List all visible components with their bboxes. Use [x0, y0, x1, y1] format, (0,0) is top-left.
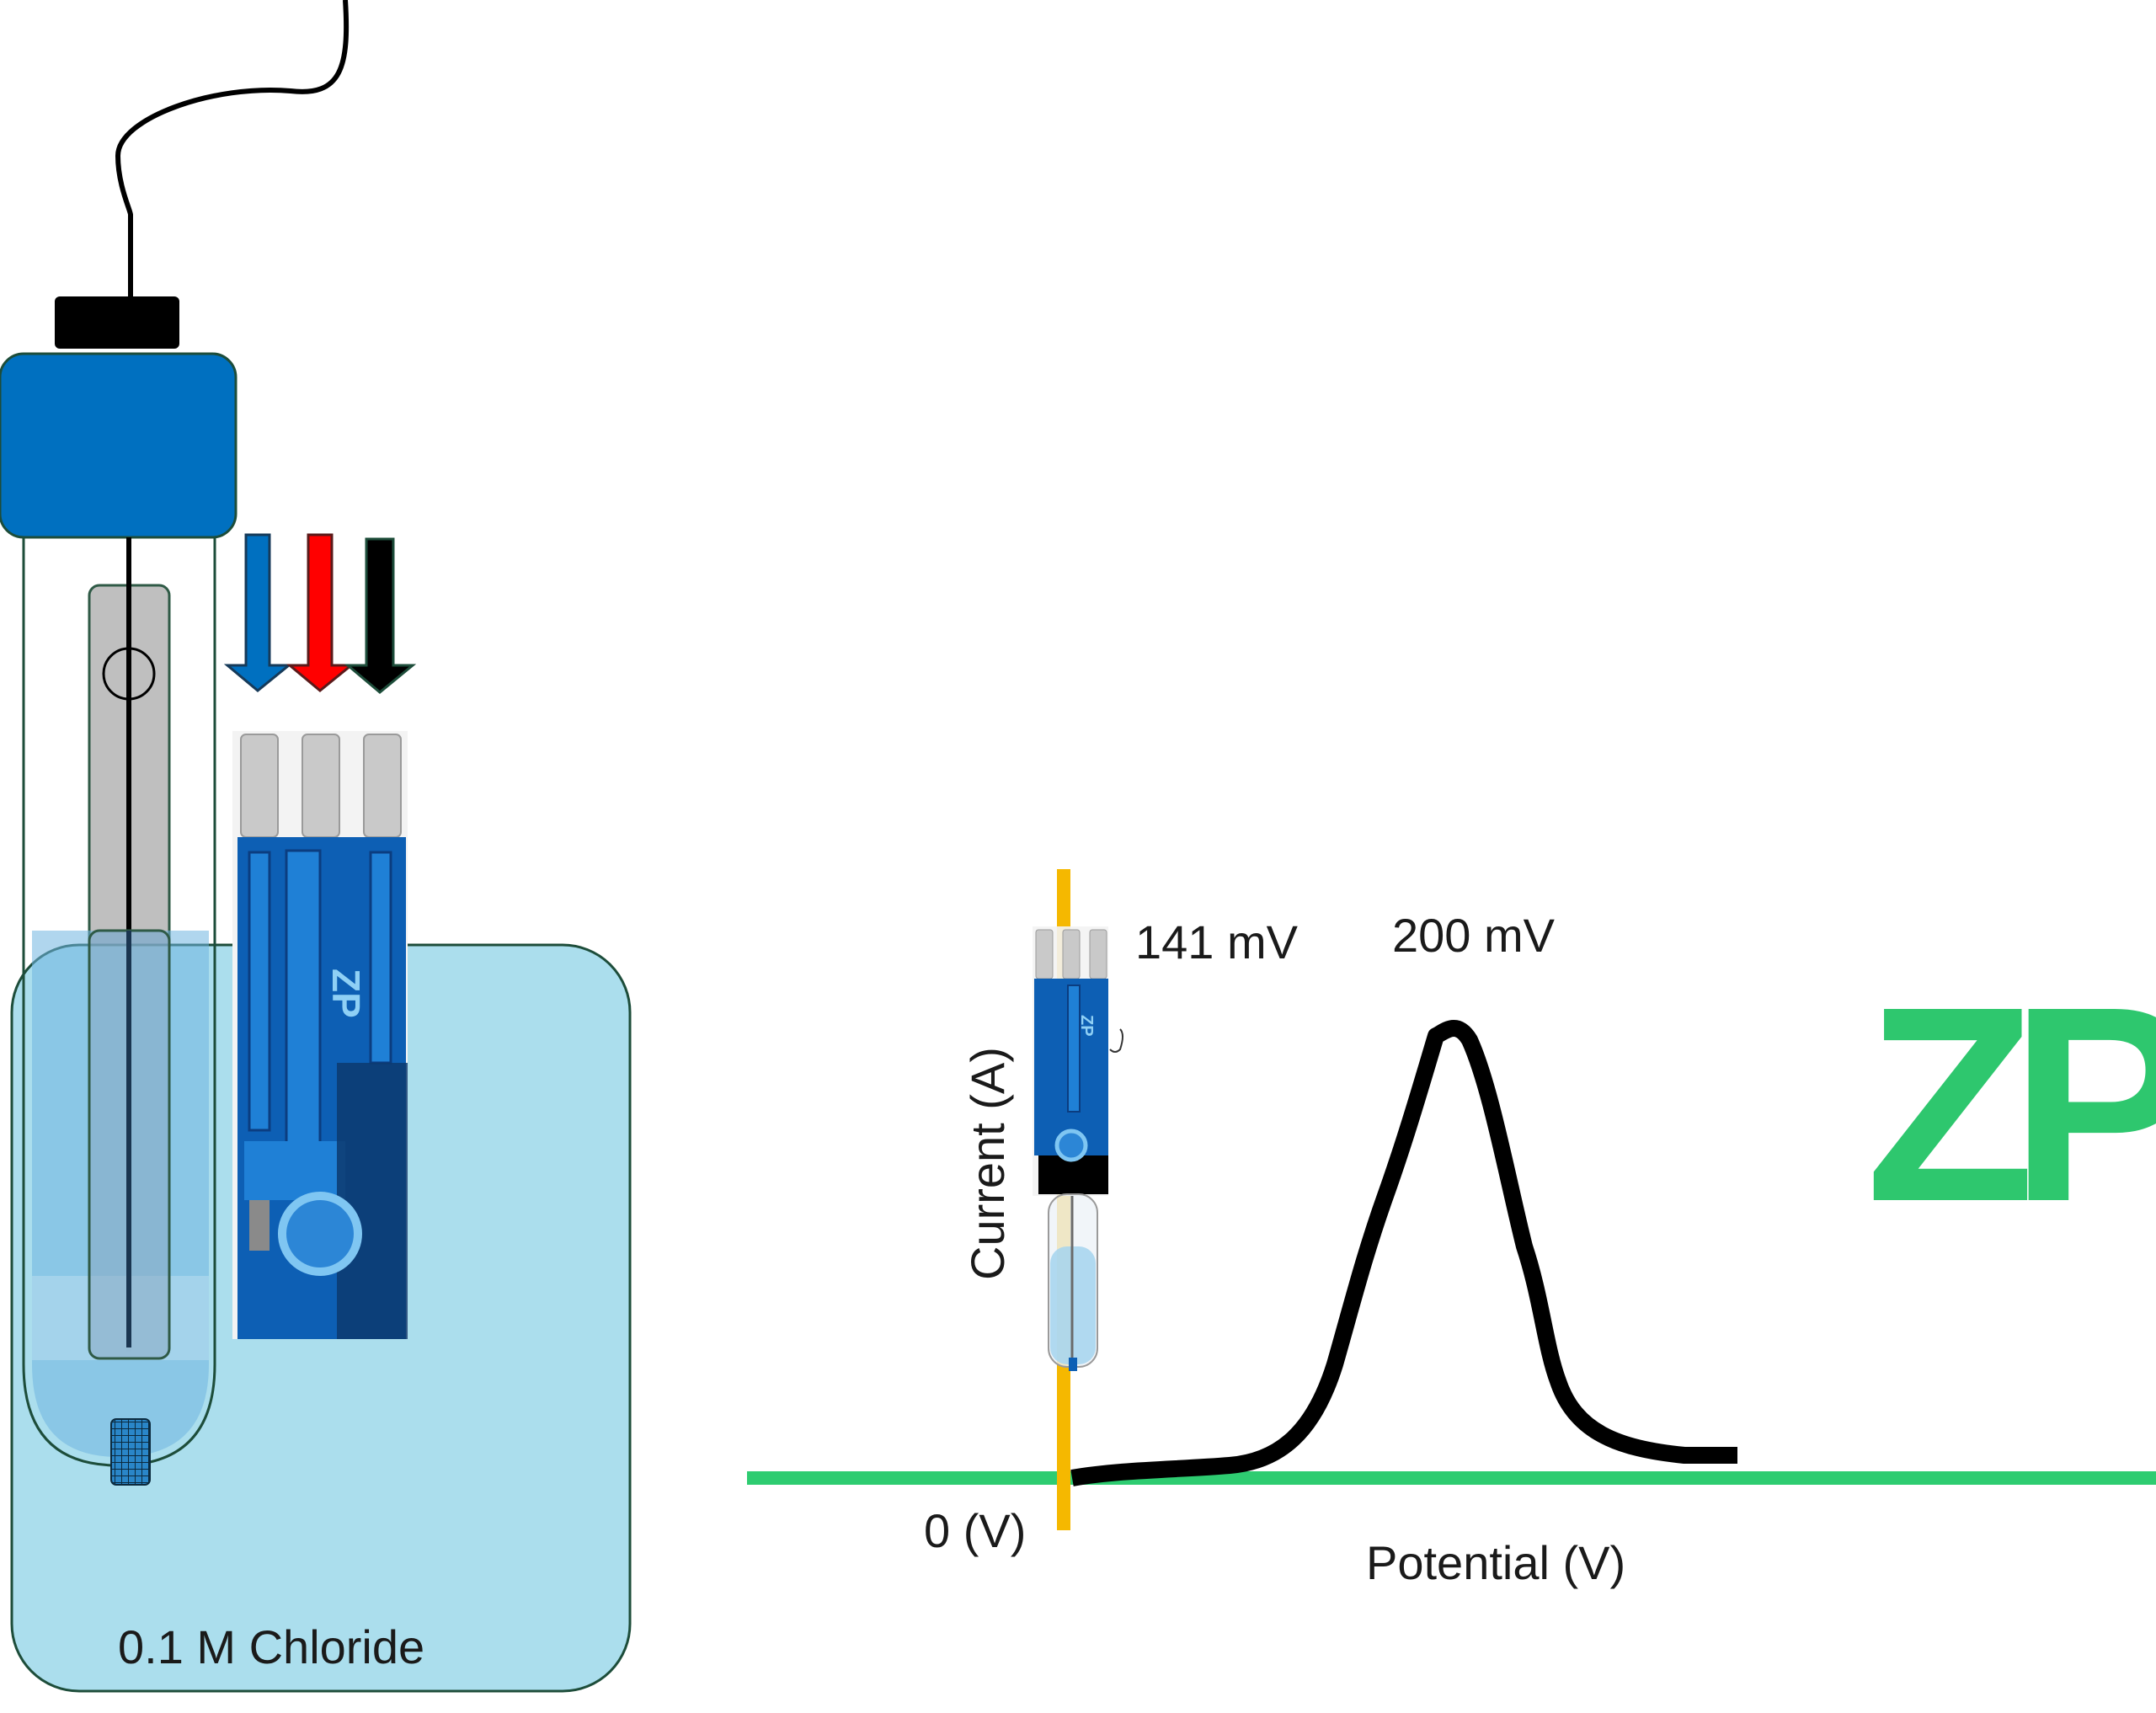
sensor-working-electrode	[278, 1192, 362, 1276]
sensor-contact-2	[302, 734, 340, 838]
arrow-black	[344, 537, 417, 694]
voltammetric-curve	[1070, 1020, 1737, 1486]
annotation-141mv: 141 mV	[1135, 915, 1299, 969]
electrode-frit-mesh	[110, 1418, 151, 1486]
x-axis-label: Potential (V)	[1366, 1536, 1625, 1589]
sensor-logo: ZP	[324, 969, 368, 1018]
annotation-200mv: 200 mV	[1392, 909, 1556, 962]
electrode-cap	[0, 352, 237, 539]
y-axis-label: Current (A)	[961, 1047, 1014, 1280]
arrow-red	[286, 533, 355, 692]
connection-arrows	[223, 533, 417, 694]
sensor-contact-1	[240, 734, 279, 838]
electrode-connector	[55, 296, 179, 349]
electrode-cable	[115, 0, 350, 299]
arrow-blue	[223, 533, 293, 692]
sensor-strip-large: ZP	[232, 731, 408, 1339]
svg-text:ZP: ZP	[1077, 1015, 1096, 1037]
zp-logo: ZP	[1865, 948, 2156, 1259]
zp-logo-text: ZP	[1865, 948, 2156, 1259]
beaker-label: 0.1 M Chloride	[118, 1620, 424, 1673]
voltammogram: ZP Current (A) Potential (V) 0 (V) 141 m…	[747, 869, 2156, 1589]
origin-label: 0 (V)	[924, 1504, 1026, 1557]
sensor-strip-small: ZP	[1033, 926, 1123, 1371]
sensor-contact-3	[363, 734, 402, 838]
